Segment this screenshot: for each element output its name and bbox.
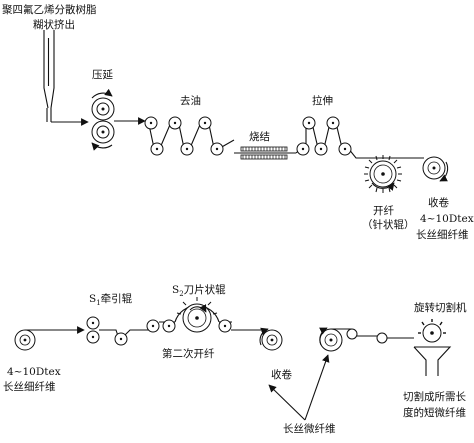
- s2-blade-roller: [159, 297, 232, 333]
- short-fiber-label-line1: 切割成所需长: [403, 390, 466, 403]
- stretching-rollers: [295, 116, 404, 159]
- top-process-line: 聚四氟乙烯分散树脂 糊状挤出 压延 去油 烧结 拉伸 开纤 （针状辊） 收卷 4…: [2, 3, 474, 241]
- traction-roller-label: S1牵引辊: [89, 292, 133, 307]
- rotary-cutter-icon: [413, 319, 452, 376]
- microfiber-pointer-right: [304, 354, 330, 421]
- needle-roller-label: （针状辊）: [362, 218, 415, 231]
- rotary-cutter-label: 旋转切割机: [414, 301, 467, 314]
- microfiber-pointer-left: [268, 384, 306, 421]
- splitting-label: 开纤: [373, 204, 394, 217]
- bottom-winding-label: 收卷: [271, 368, 292, 381]
- needle-roller-icon: [364, 155, 402, 193]
- blade-roller-label: S2刀片状辊: [172, 283, 226, 298]
- top-filament-dtex-label: 4~10Dtex: [420, 213, 474, 225]
- extruder-hopper: [43, 30, 55, 122]
- degreasing-label: 去油: [180, 94, 201, 107]
- bottom-winder: [259, 327, 283, 351]
- cutter-guide-roll: [376, 332, 388, 344]
- sintering-oven: [234, 146, 296, 160]
- sintering-label: 烧结: [249, 130, 270, 143]
- top-filament-fiber-label: 长丝细纤维: [416, 228, 469, 241]
- paste-resin-label: 聚四氟乙烯分散树脂: [2, 3, 97, 16]
- microfiber-spool: [319, 327, 343, 352]
- s1-traction-rollers: [86, 316, 160, 346]
- unwind-spool: [14, 329, 36, 351]
- degreasing-rollers: [144, 116, 235, 156]
- bottom-filament-fiber-label: 长丝细纤维: [3, 380, 56, 393]
- bottom-filament-dtex-label: 4~10Dtex: [7, 366, 61, 378]
- stretching-label: 拉伸: [312, 94, 333, 107]
- microfiber-label: 长丝微纤维: [283, 422, 336, 435]
- paste-extrusion-label: 糊状挤出: [33, 18, 75, 31]
- bottom-process-line: S2刀片状辊 S1牵引辊 4~10Dtex 长丝细纤维 第二次开纤 收卷 长丝微…: [3, 283, 467, 435]
- microfiber-guide-roll: [346, 328, 358, 340]
- rolling-label: 压延: [92, 69, 113, 81]
- top-winding-label: 收卷: [428, 196, 449, 209]
- short-fiber-label-line2: 度的短微纤维: [403, 406, 466, 419]
- calender-rolls: [91, 88, 115, 151]
- top-winder: [422, 156, 449, 182]
- second-splitting-label: 第二次开纤: [162, 347, 215, 360]
